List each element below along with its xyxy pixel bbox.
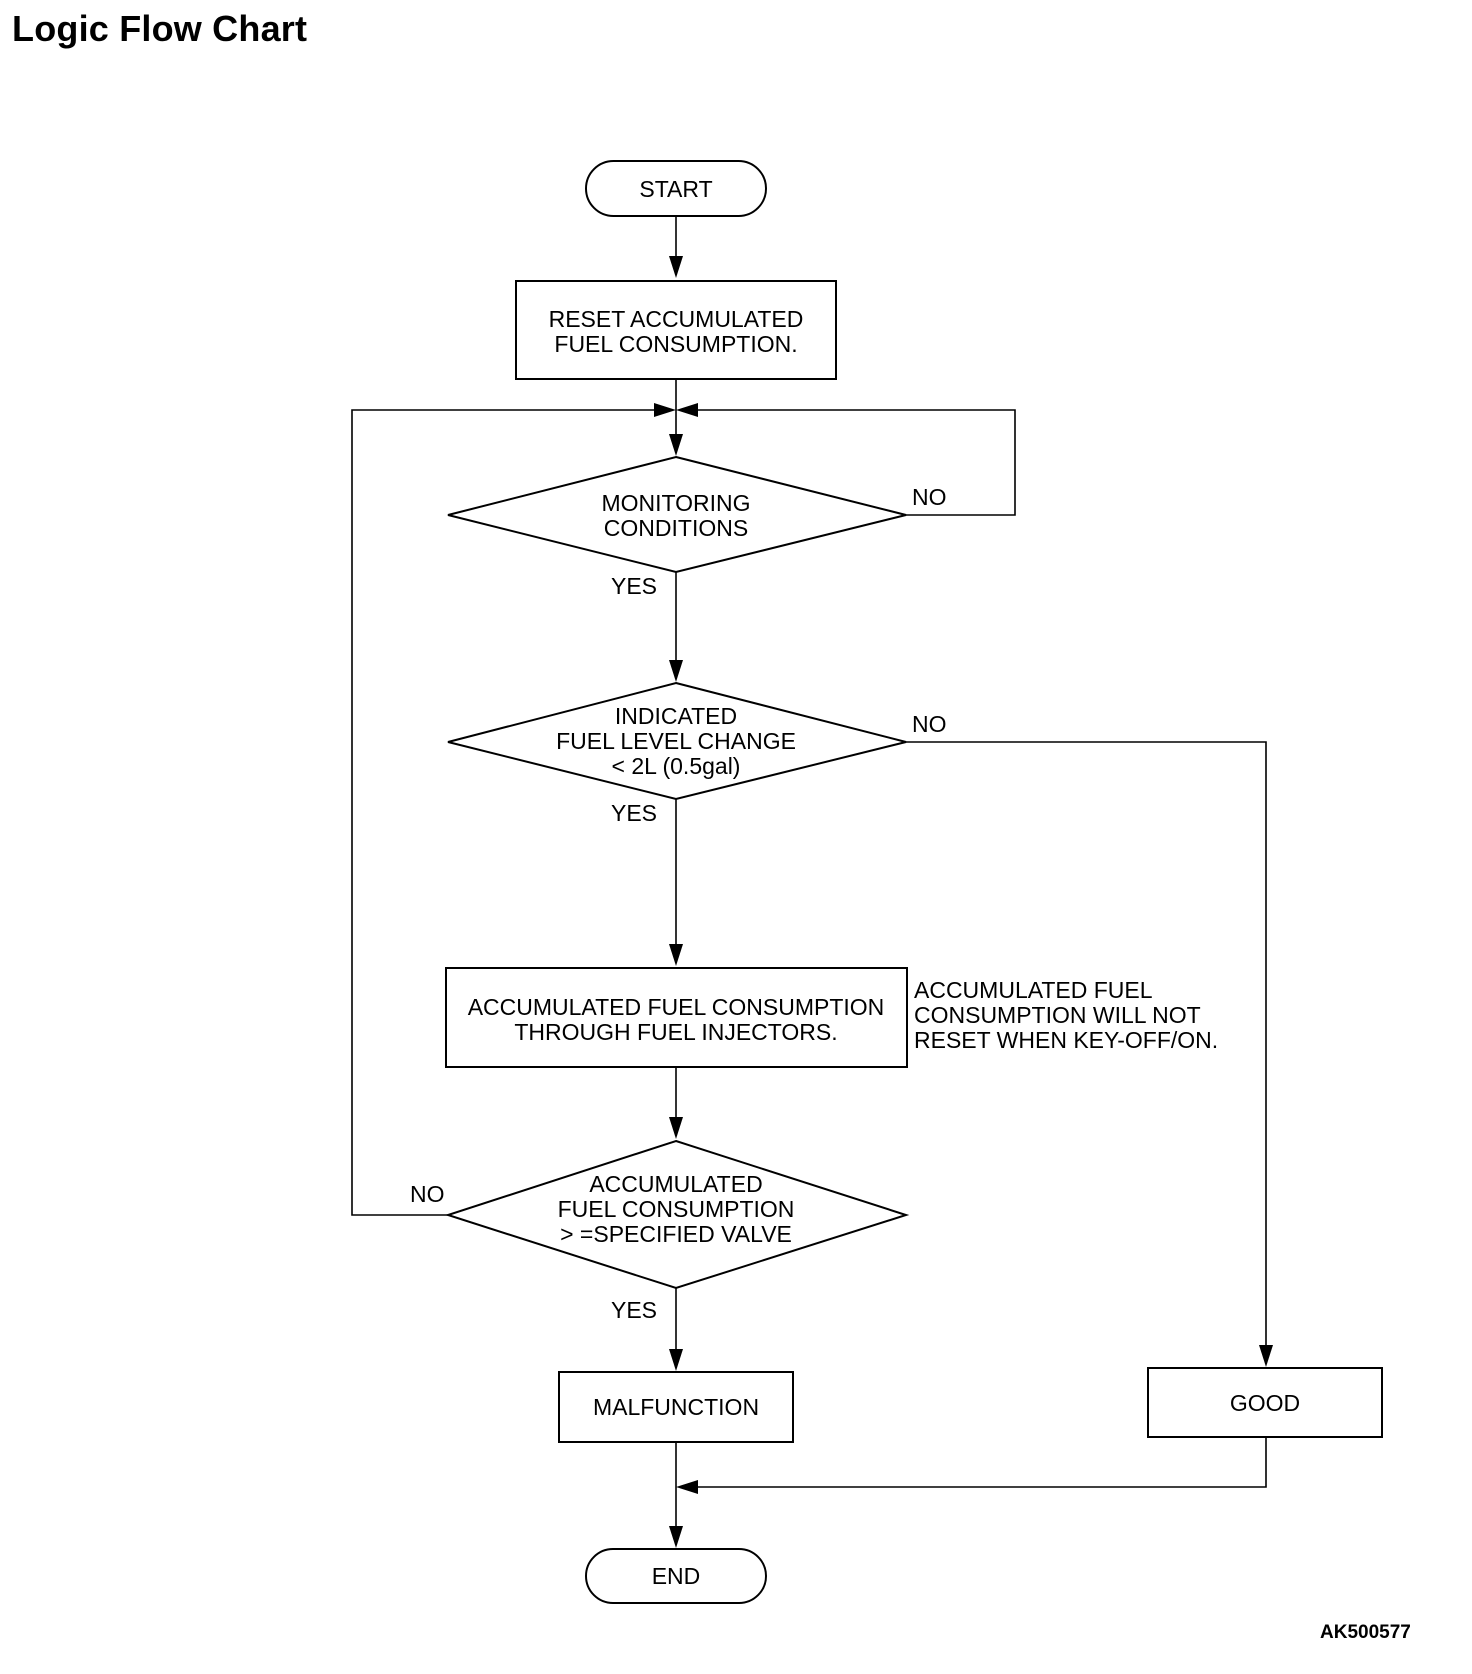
end-terminator: END <box>585 1548 767 1604</box>
specified-label-line1: ACCUMULATED <box>589 1171 762 1197</box>
accumulate-process: ACCUMULATED FUEL CONSUMPTION THROUGH FUE… <box>445 967 908 1068</box>
arrowhead-into-specified <box>669 1117 683 1139</box>
specified-decision: ACCUMULATED FUEL CONSUMPTION > =SPECIFIE… <box>410 1139 910 1323</box>
reset-process: RESET ACCUMULATED FUEL CONSUMPTION. <box>515 280 837 380</box>
accumulate-label-line1: ACCUMULATED FUEL CONSUMPTION <box>468 994 885 1020</box>
arrowhead-into-reset <box>669 256 683 278</box>
arrowhead-into-accumulate <box>669 944 683 966</box>
arrowhead-into-good <box>1259 1345 1273 1367</box>
reset-label-line2: FUEL CONSUMPTION. <box>554 331 797 357</box>
fuel-level-no-label: NO <box>912 711 947 737</box>
arrowhead-merge-from-left <box>654 403 676 417</box>
accumulate-label-line2: THROUGH FUEL INJECTORS. <box>514 1019 837 1045</box>
reset-note: ACCUMULATED FUEL CONSUMPTION WILL NOT RE… <box>914 977 1218 1053</box>
arrowhead-into-end <box>669 1526 683 1548</box>
arrowhead-good-merge <box>676 1480 698 1494</box>
note-line3: RESET WHEN KEY-OFF/ON. <box>914 1027 1218 1053</box>
connectors <box>351 216 1267 1534</box>
specified-yes-label: YES <box>611 1297 657 1323</box>
arrowheads <box>654 256 1273 1548</box>
end-label: END <box>652 1563 701 1589</box>
good-label: GOOD <box>1230 1390 1300 1416</box>
malfunction-process: MALFUNCTION <box>558 1371 794 1443</box>
monitoring-yes-label: YES <box>611 573 657 599</box>
fuel-level-decision: INDICATED FUEL LEVEL CHANGE < 2L (0.5gal… <box>447 681 947 826</box>
arrowhead-into-monitoring <box>669 434 683 456</box>
arrowhead-into-malfunction <box>669 1349 683 1371</box>
connector-monitoring-no-loop <box>696 409 1016 516</box>
page-title: Logic Flow Chart <box>12 8 308 49</box>
specified-label-line3: > =SPECIFIED VALVE <box>560 1221 792 1247</box>
fuel-level-label-line3: < 2L (0.5gal) <box>612 753 741 779</box>
good-process: GOOD <box>1147 1367 1383 1438</box>
monitoring-label-line2: CONDITIONS <box>604 515 748 541</box>
specified-no-label: NO <box>410 1181 445 1207</box>
fuel-level-label-line2: FUEL LEVEL CHANGE <box>556 728 796 754</box>
figure-code: AK500577 <box>1320 1622 1411 1643</box>
note-line2: CONSUMPTION WILL NOT <box>914 1002 1201 1028</box>
arrowhead-into-fuel-level <box>669 660 683 682</box>
arrowhead-merge-from-right <box>676 403 698 417</box>
fuel-level-yes-label: YES <box>611 800 657 826</box>
start-terminator: START <box>585 160 767 217</box>
monitoring-decision: MONITORING CONDITIONS YES NO <box>447 455 947 599</box>
connector-fuel-level-no-good <box>906 741 1267 1350</box>
malfunction-label: MALFUNCTION <box>593 1394 759 1420</box>
fuel-level-label-line1: INDICATED <box>615 703 737 729</box>
reset-label-line1: RESET ACCUMULATED <box>549 306 804 332</box>
note-line1: ACCUMULATED FUEL <box>914 977 1153 1003</box>
start-label: START <box>639 176 712 202</box>
connector-specified-no-loop <box>351 409 656 1216</box>
monitoring-label-line1: MONITORING <box>601 490 750 516</box>
connector-good-merge <box>696 1437 1267 1488</box>
specified-label-line2: FUEL CONSUMPTION <box>558 1196 795 1222</box>
monitoring-no-label: NO <box>912 484 947 510</box>
